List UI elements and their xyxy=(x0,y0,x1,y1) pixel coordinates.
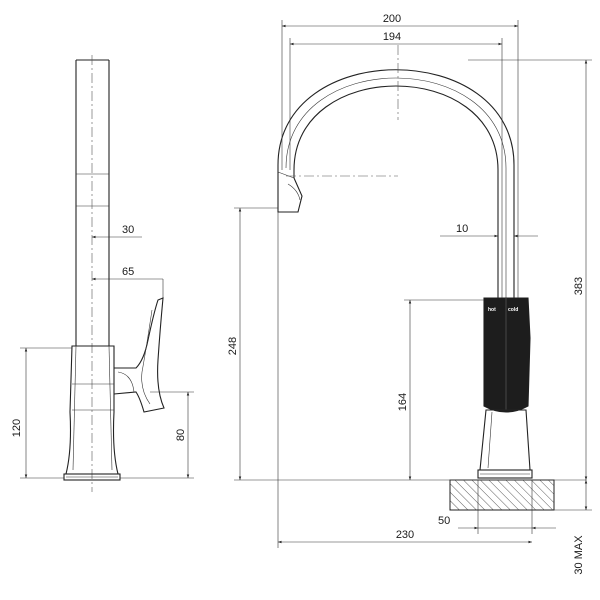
dim-120-label: 120 xyxy=(11,419,23,437)
dim-50-label: 50 xyxy=(438,515,450,527)
dim-200-label: 200 xyxy=(383,13,401,25)
dim-383-label: 383 xyxy=(573,277,585,295)
cold-label: cold xyxy=(508,307,518,313)
dim-230-label: 230 xyxy=(396,529,414,541)
hot-label: hot xyxy=(488,307,496,313)
dim-194-label: 194 xyxy=(383,31,401,43)
side-view: 30 65 120 80 xyxy=(11,55,194,492)
handle-body xyxy=(484,298,530,412)
dim-164-label: 164 xyxy=(397,393,409,411)
front-view: hot cold 200 194 10 383 248 xyxy=(227,13,592,575)
dim-80-label: 80 xyxy=(175,429,187,441)
bench-section xyxy=(449,479,555,511)
dim-65-label: 65 xyxy=(122,266,134,278)
dim-30-label: 30 xyxy=(122,224,134,236)
dim-10-label: 10 xyxy=(456,223,468,235)
dim-30-max-label: 30 MAX xyxy=(573,535,585,575)
dim-248-label: 248 xyxy=(227,337,239,355)
